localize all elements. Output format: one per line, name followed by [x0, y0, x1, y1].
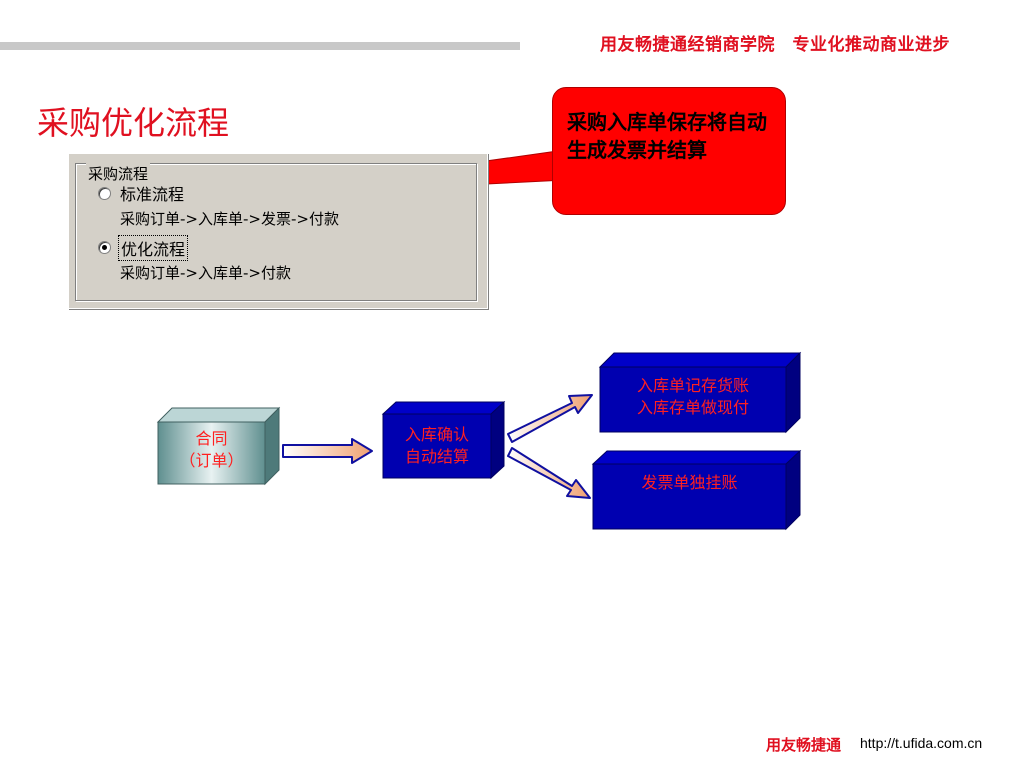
- confirm-line1: 入库确认: [404, 425, 469, 444]
- bottom-result-box: [591, 449, 802, 531]
- top-result-line2: 入库存单做现付: [636, 398, 749, 417]
- option-label-standard[interactable]: 标准流程: [120, 185, 185, 204]
- contract-box: [156, 406, 281, 486]
- radio-optimized-flow[interactable]: [98, 241, 111, 254]
- option-label-optimized[interactable]: 优化流程: [118, 235, 189, 261]
- contract-line2: （订单）: [179, 451, 244, 470]
- arrow-confirm-to-top: [507, 394, 593, 443]
- top-result-text: 入库单记存货账 入库存单做现付: [600, 375, 786, 419]
- radio-standard-flow[interactable]: [98, 187, 111, 200]
- callout-text: 采购入库单保存将自动生成发票并结算: [567, 110, 767, 162]
- footer-url-link[interactable]: http://t.ufida.com.cn: [860, 735, 983, 751]
- confirm-box: [381, 400, 506, 480]
- bottom-result-text: 发票单独挂账: [593, 472, 786, 494]
- top-result-box: [598, 351, 802, 434]
- top-result-line1: 入库单记存货账: [636, 376, 749, 395]
- bottom-result-line1: 发票单独挂账: [641, 473, 738, 492]
- confirm-box-text: 入库确认 自动结算: [383, 424, 491, 468]
- radio-selected-dot: [102, 245, 107, 250]
- footer-brand: 用友畅捷通: [766, 736, 842, 754]
- arrow-confirm-to-bottom: [507, 447, 591, 499]
- contract-box-text: 合同 （订单）: [158, 428, 265, 472]
- header-divider-bar: [0, 42, 520, 50]
- callout-box: 采购入库单保存将自动生成发票并结算: [552, 87, 786, 215]
- page-title: 采购优化流程: [37, 104, 230, 142]
- contract-line1: 合同: [195, 429, 228, 448]
- arrow-contract-to-confirm: [282, 438, 373, 464]
- option-desc-optimized: 采购订单->入库单->付款: [120, 264, 291, 282]
- header-slogan: 用友畅捷通经销商学院 专业化推动商业进步: [600, 35, 950, 55]
- option-desc-standard: 采购订单->入库单->发票->付款: [120, 210, 339, 228]
- confirm-line2: 自动结算: [404, 447, 469, 466]
- purchase-flow-groupbox: 采购流程 标准流程 采购订单->入库单->发票->付款 优化流程 采购订单->入…: [75, 163, 477, 301]
- purchase-flow-dialog: 采购流程 标准流程 采购订单->入库单->发票->付款 优化流程 采购订单->入…: [68, 153, 488, 309]
- groupbox-label: 采购流程: [86, 163, 151, 184]
